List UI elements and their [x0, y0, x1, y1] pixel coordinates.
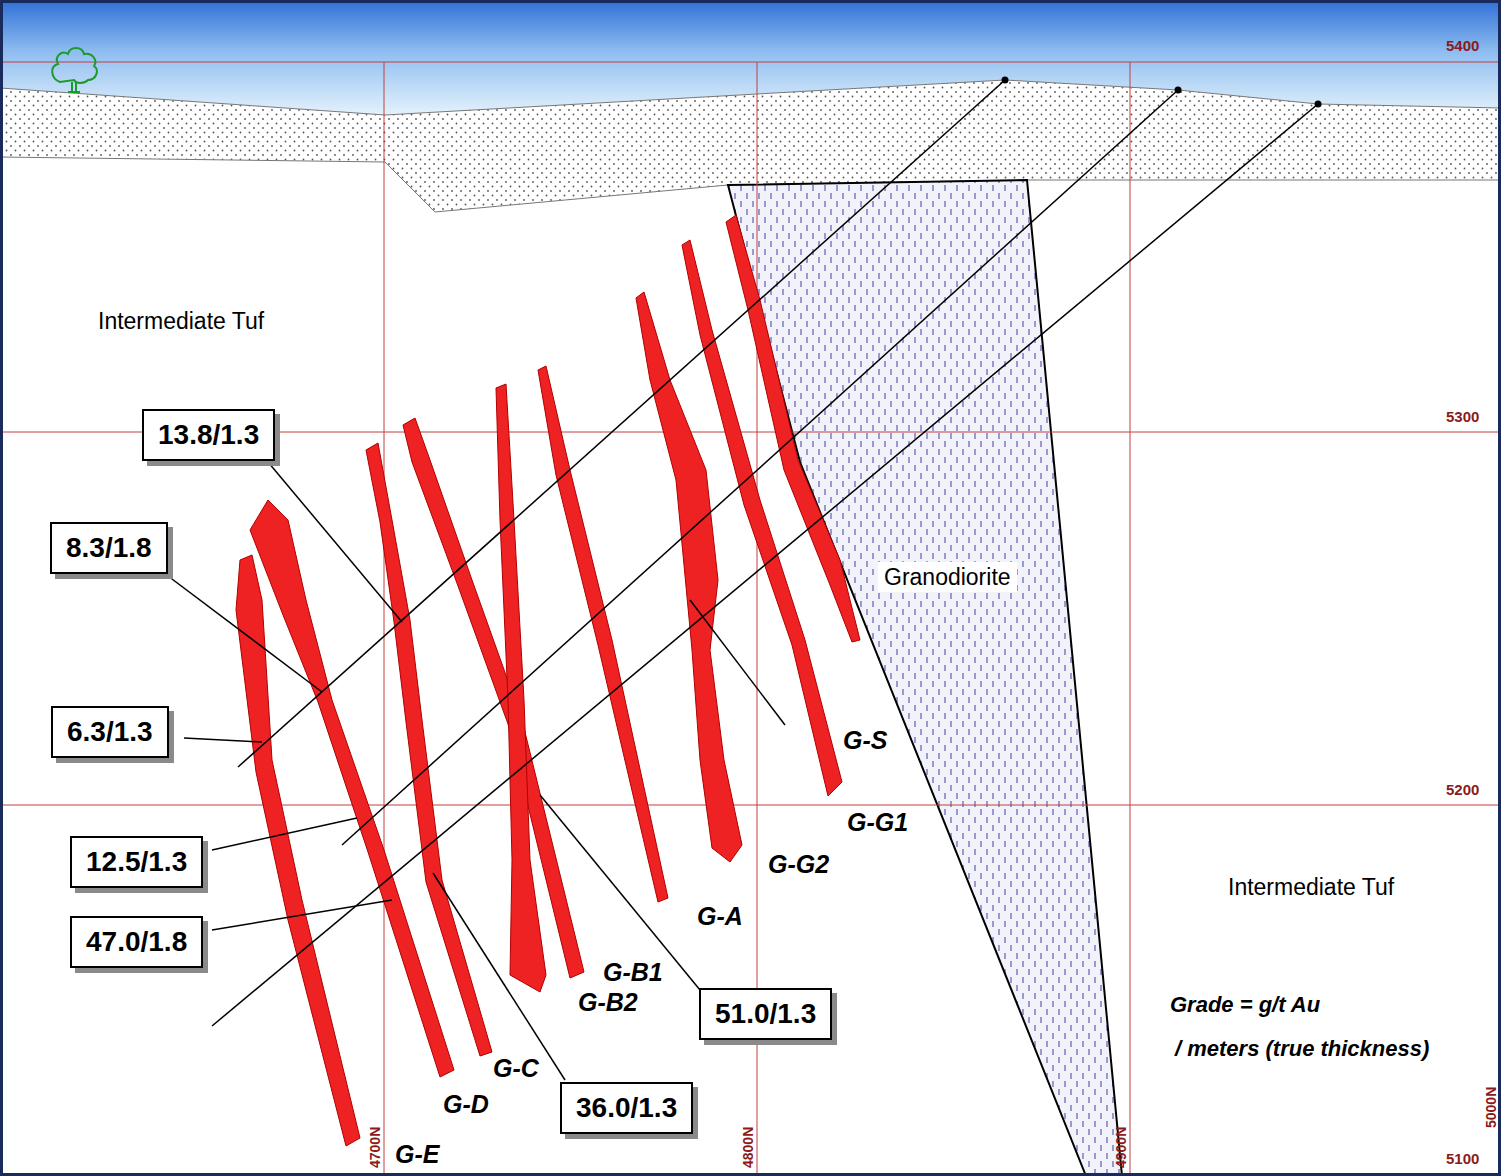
grade-value: 6.3/1.3 — [67, 714, 153, 750]
grade-value: 47.0/1.8 — [86, 924, 187, 960]
grade-callout-box: 51.0/1.3 — [699, 988, 832, 1040]
rock-unit-label: Intermediate Tuf — [1228, 874, 1394, 900]
grade-value: 13.8/1.3 — [158, 417, 259, 453]
vein-name: G-E — [395, 1140, 439, 1169]
grade-callout-box: 47.0/1.8 — [70, 916, 203, 968]
elevation-label: 5100 — [1446, 1150, 1479, 1167]
northing-label: 4900N — [1113, 1127, 1129, 1168]
grade-callout-box: 12.5/1.3 — [70, 836, 203, 888]
rock-unit-label: Intermediate Tuf — [98, 308, 264, 334]
rock-unit-label: Granodiorite — [878, 562, 1017, 592]
northing-label: 5000N — [1483, 1087, 1499, 1128]
northing-label: 4700N — [367, 1127, 383, 1168]
grade-value: 51.0/1.3 — [715, 996, 816, 1032]
grade-callout-box: 13.8/1.3 — [142, 409, 275, 461]
vein-name: G-D — [443, 1090, 489, 1119]
grade-callout-box: 36.0/1.3 — [560, 1082, 693, 1134]
northing-label: 4800N — [740, 1127, 756, 1168]
vein-name: G-G1 — [847, 808, 908, 837]
elevation-label: 5200 — [1446, 781, 1479, 798]
vein-name: G-S — [843, 726, 887, 755]
grade-callout-box: 8.3/1.8 — [50, 522, 168, 574]
grade-value: 12.5/1.3 — [86, 844, 187, 880]
grade-note: Grade = g/t Au — [1170, 992, 1320, 1017]
vein-name: G-B2 — [578, 988, 638, 1017]
elevation-label: 5300 — [1446, 408, 1479, 425]
vein-name: G-G2 — [768, 850, 829, 879]
grade-value: 36.0/1.3 — [576, 1090, 677, 1126]
elevation-label: 5400 — [1446, 37, 1479, 54]
grade-value: 8.3/1.8 — [66, 530, 152, 566]
vein-name: G-C — [493, 1054, 539, 1083]
vein-name: G-B1 — [603, 958, 663, 987]
grade-note: / meters (true thickness) — [1175, 1036, 1429, 1061]
vein-name: G-A — [697, 902, 743, 931]
grade-callout-box: 6.3/1.3 — [51, 706, 169, 758]
